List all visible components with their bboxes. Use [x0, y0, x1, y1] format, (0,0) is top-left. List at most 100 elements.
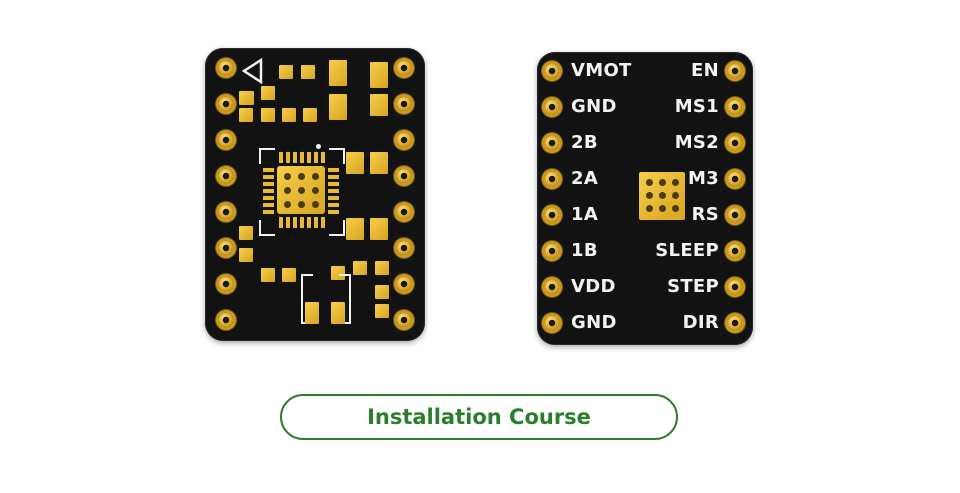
chip-pin — [300, 217, 304, 228]
chip-pin — [263, 210, 274, 214]
pin-hole — [397, 97, 411, 111]
pin-label-right: DIR — [682, 312, 719, 333]
pin-label-left: 2B — [571, 132, 598, 153]
via — [646, 205, 653, 212]
via — [312, 187, 319, 194]
smd-pad — [239, 248, 253, 262]
via — [659, 192, 666, 199]
smd-pad — [353, 261, 367, 275]
pin-hole — [545, 244, 559, 258]
smd-pad — [329, 94, 347, 120]
pin-label-left: GND — [571, 96, 617, 117]
smd-pad — [375, 261, 389, 275]
pin-hole — [728, 64, 742, 78]
chip-outline — [259, 220, 275, 236]
pin-hole — [545, 100, 559, 114]
pin-label-left: VMOT — [571, 60, 632, 81]
pin-label-left: GND — [571, 312, 617, 333]
via — [646, 192, 653, 199]
chip-pin — [293, 217, 297, 228]
pin-label-right: RS — [691, 204, 719, 225]
smd-pad — [370, 94, 388, 116]
pin-hole — [219, 133, 233, 147]
pin-hole — [219, 97, 233, 111]
pin1-dot — [316, 144, 321, 149]
smd-pad — [282, 108, 296, 122]
smd-pad — [375, 304, 389, 318]
pin-hole — [728, 280, 742, 294]
chip-pin — [293, 152, 297, 163]
via — [672, 179, 679, 186]
chip-pin — [328, 210, 339, 214]
pin-hole — [545, 64, 559, 78]
pin-hole — [219, 241, 233, 255]
via — [284, 201, 291, 208]
via — [298, 173, 305, 180]
smd-pad — [261, 86, 275, 100]
via — [284, 173, 291, 180]
chip-pin — [328, 175, 339, 179]
pin-hole — [219, 313, 233, 327]
smd-pad — [282, 268, 296, 282]
via — [298, 201, 305, 208]
via — [672, 205, 679, 212]
chip-pin — [286, 152, 290, 163]
smd-pad — [239, 108, 253, 122]
pin-hole — [397, 241, 411, 255]
via — [298, 187, 305, 194]
pin-hole — [397, 61, 411, 75]
smd-pad — [261, 268, 275, 282]
pin-label-left: 2A — [571, 168, 599, 189]
pin-hole — [545, 172, 559, 186]
component-outline — [339, 274, 351, 324]
pin-hole — [219, 61, 233, 75]
pin-hole — [545, 280, 559, 294]
pin-label-right: EN — [691, 60, 719, 81]
installation-course-label: Installation Course — [367, 405, 591, 429]
pin-label-right: MS2 — [674, 132, 719, 153]
via — [659, 179, 666, 186]
chip-pin — [328, 189, 339, 193]
installation-course-button[interactable]: Installation Course — [280, 394, 678, 440]
chip-pin — [300, 152, 304, 163]
pin-label-right: SLEEP — [655, 240, 719, 261]
chip-pin — [279, 217, 283, 228]
via — [312, 201, 319, 208]
via — [672, 192, 679, 199]
chip-pin — [321, 152, 325, 163]
chip-pin — [314, 217, 318, 228]
smd-pad — [279, 65, 293, 79]
smd-pad — [303, 108, 317, 122]
pin-hole — [219, 169, 233, 183]
pin-hole — [219, 277, 233, 291]
smd-pad — [375, 285, 389, 299]
smd-pad — [370, 62, 388, 88]
pin-label-left: 1A — [571, 204, 599, 225]
smd-pad — [301, 65, 315, 79]
chip-outline — [329, 148, 345, 164]
smd-pad — [305, 302, 319, 324]
smd-pad — [261, 108, 275, 122]
smd-pad — [370, 218, 388, 240]
smd-pad — [329, 60, 347, 86]
chip-pin — [263, 203, 274, 207]
driver-board-front — [205, 48, 425, 341]
pin-label-left: VDD — [571, 276, 616, 297]
via — [646, 179, 653, 186]
via — [312, 173, 319, 180]
chip-pin — [307, 217, 311, 228]
pin-hole — [728, 136, 742, 150]
chip-pin — [263, 168, 274, 172]
driver-board-back: VMOT GND 2B 2A 1A 1B VDD GND EN MS1 MS2 … — [537, 52, 753, 345]
chip-pin — [279, 152, 283, 163]
chip-pin — [328, 168, 339, 172]
chip-pin — [263, 182, 274, 186]
pin-hole — [728, 244, 742, 258]
pin-label-right: M3 — [687, 168, 719, 189]
pin-hole — [545, 136, 559, 150]
chip-pin — [328, 182, 339, 186]
pin-hole — [219, 205, 233, 219]
pin-label-right: STEP — [667, 276, 719, 297]
chip-pin — [328, 196, 339, 200]
chip-pin — [307, 152, 311, 163]
